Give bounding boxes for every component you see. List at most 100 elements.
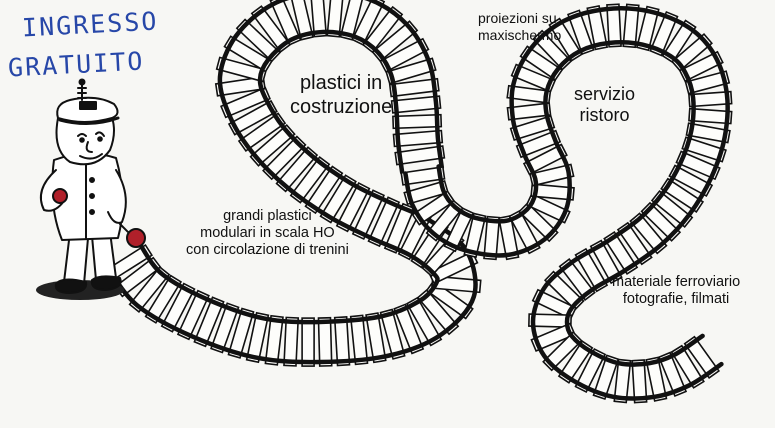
track-sleeper [443, 207, 475, 253]
track-sleeper [275, 146, 319, 193]
track-sleeper [629, 212, 668, 255]
track-sleeper [616, 221, 653, 266]
handwritten-note-line2: GRATUITO [7, 46, 146, 83]
track-sleeper [416, 288, 460, 336]
track-sleeper [603, 230, 639, 276]
track-sleeper [269, 0, 302, 46]
track-sleeper [586, 4, 609, 51]
track-sleeper [678, 50, 724, 83]
track-sleeper [317, 316, 333, 367]
track-sleeper [335, 182, 371, 233]
track-sleeper [235, 18, 282, 63]
track-sleeper [531, 288, 577, 320]
track-sleeper [631, 359, 648, 404]
track-sleeper [220, 86, 271, 119]
track-sleeper [675, 150, 721, 181]
track-sleeper [506, 102, 552, 121]
track-sleeper [660, 177, 705, 213]
track-sleeper [430, 275, 482, 294]
track-sleeper [365, 312, 387, 364]
track-sleeper [289, 0, 314, 41]
track-sleeper [670, 344, 705, 389]
track-sleeper [405, 296, 443, 347]
track-sleeper [403, 180, 449, 206]
track-sleeper [245, 311, 270, 364]
track-sleeper [319, 174, 357, 224]
track-sleeper [249, 123, 296, 167]
track-sleeper [661, 19, 697, 64]
track-sleeper [683, 335, 721, 379]
track-sleeper [351, 0, 386, 46]
track-sleeper [383, 202, 416, 254]
track-sleeper [589, 239, 623, 285]
track-sleeper [510, 63, 557, 93]
track-sleeper [379, 37, 430, 73]
track-sleeper [385, 57, 437, 85]
track-sleeper [592, 354, 620, 401]
track-sleeper [283, 316, 300, 367]
track-sleeper [506, 84, 552, 104]
track-sleeper [223, 35, 273, 73]
track-sleeper [411, 190, 456, 226]
track-sleeper [339, 0, 365, 41]
track-sleeper [289, 156, 331, 204]
track-rail [138, 0, 445, 325]
track-sleeper [160, 282, 196, 333]
track-sleeper [532, 29, 573, 71]
track-sleeper [144, 274, 183, 324]
track-rail [403, 40, 724, 401]
track-sleeper [394, 145, 446, 166]
track-sleeper [650, 190, 694, 228]
track-sleeper [548, 17, 583, 62]
track-sleeper [393, 303, 425, 355]
track-sleeper [613, 358, 632, 404]
track-sleeper [262, 135, 307, 181]
track-sleeper [425, 199, 464, 242]
track-rail [106, 29, 478, 365]
railway-track [103, 0, 733, 404]
track-sleeper [649, 10, 679, 57]
track-sleeper [176, 289, 210, 341]
track-sleeper [567, 9, 595, 56]
label-grandi-plastici: grandi plastici modulari in scala HO con… [186, 208, 349, 259]
track-sleeper [518, 201, 559, 243]
label-proiezioni-maxischermo: proiezioni su maxischermo [478, 10, 562, 43]
track-sleeper [515, 129, 562, 159]
track-sleeper [379, 308, 406, 360]
track-sleeper [688, 107, 733, 125]
track-sleeper [193, 296, 225, 348]
track-sleeper [519, 45, 564, 81]
label-plastici-in-costruzione: plastici in costruzione [290, 72, 393, 118]
track-sleeper [371, 20, 419, 63]
handwritten-note-line1: INGRESSO [21, 6, 160, 43]
track-sleeper [349, 314, 369, 366]
track-sleeper [304, 165, 344, 215]
track-sleeper [210, 302, 240, 354]
track-sleeper [483, 215, 501, 261]
track-sleeper [463, 212, 487, 259]
track-sleeper [668, 164, 714, 197]
track-rail [436, 6, 730, 367]
track-sleeper [681, 136, 727, 163]
track-sleeper [264, 314, 284, 366]
track-sleeper [227, 99, 278, 136]
track-sleeper [635, 5, 660, 52]
track-sleeper [530, 183, 575, 201]
track-sleeper [525, 192, 571, 224]
track-sleeper [509, 115, 556, 141]
track-sleeper [574, 347, 607, 394]
track-sleeper [543, 270, 585, 311]
track-sleeper [215, 56, 268, 83]
track-sleeper [671, 33, 713, 72]
track-sleeper [250, 5, 292, 53]
track-sleeper [425, 279, 474, 320]
label-materiale-ferroviario: materiale ferroviario fotografie, filmat… [612, 274, 741, 308]
track-sleeper [522, 143, 568, 176]
track-sleeper [333, 316, 351, 367]
track-sleeper [574, 247, 609, 293]
track-sleeper [351, 189, 386, 240]
track-sleeper [309, 0, 328, 38]
track-sleeper [326, 0, 345, 38]
track-sleeper [400, 166, 446, 186]
